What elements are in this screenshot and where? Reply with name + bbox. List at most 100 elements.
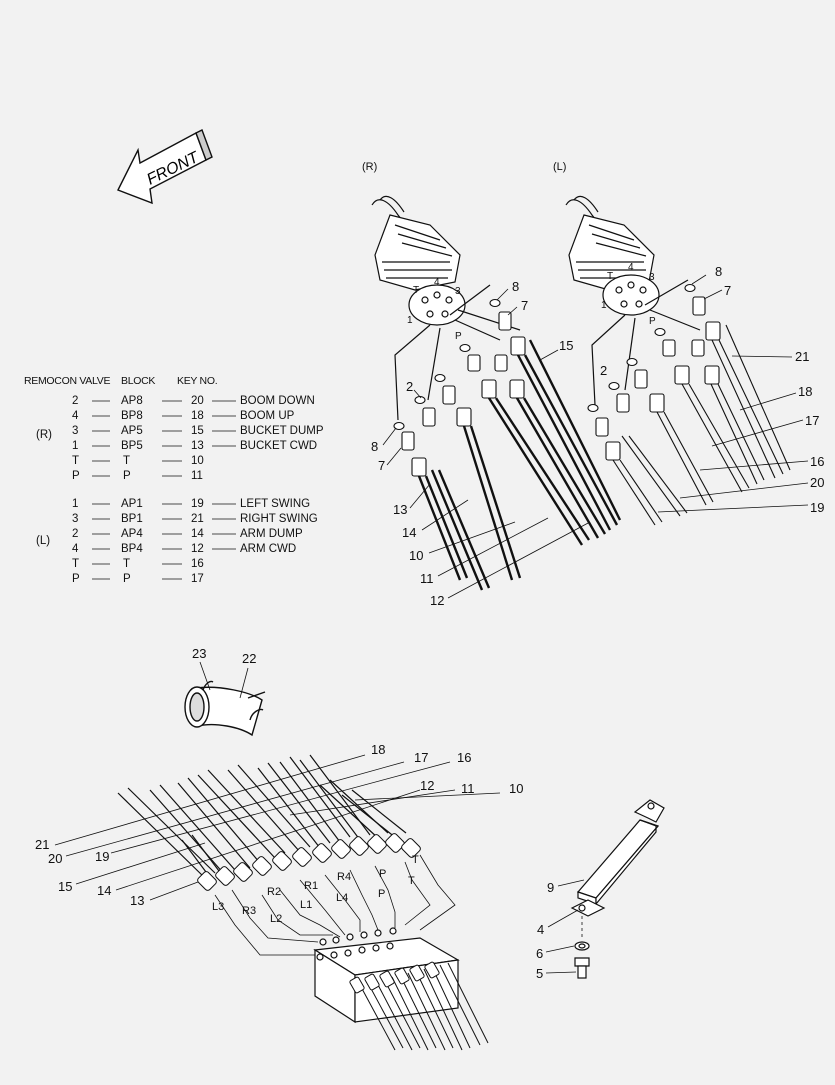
table-cell-valve: 2 [72,395,79,407]
left-remocon-valve [565,195,701,406]
port-label: 4 [434,277,440,288]
callout-18: 18 [371,742,386,757]
port-label: L1 [300,899,313,911]
callout-13: 13 [130,893,145,908]
table-cell-key: 15 [191,425,204,437]
callout-leaders-lower [54,754,501,901]
block-outlet-fittings [349,961,440,994]
callout-2: 2 [600,363,608,378]
table-cell-block: BP4 [121,543,143,555]
callout-6: 6 [536,946,544,961]
callout-8: 8 [371,439,379,454]
front-arrow-icon [117,129,213,205]
table-cell-valve: 3 [72,513,79,525]
table-cell-block: AP4 [121,528,143,540]
right-side-label: (R) [362,161,378,173]
callout-8: 8 [512,279,520,294]
table-cell-valve: 4 [72,543,79,555]
callout-23: 23 [192,646,207,661]
table-cell-key: 10 [191,455,204,467]
table-cell-valve: 1 [72,440,79,452]
callout-16: 16 [457,750,472,765]
table-cell-desc: ARM DUMP [240,528,303,540]
port-label: T [413,285,420,296]
callout-11: 11 [461,781,475,796]
table-cell-key: 13 [191,440,204,452]
port-label: L3 [212,901,225,913]
port-label: L2 [270,913,283,925]
callout-15: 15 [559,338,574,353]
port-label: P [379,868,387,880]
port-label: R4 [337,871,352,883]
table-cell-valve: 1 [72,498,79,510]
table-leaders [92,400,236,580]
port-label: 1 [601,300,607,311]
callout-14: 14 [97,883,112,898]
table-group-label: (R) [36,429,52,441]
left-valve-hoses [612,324,791,526]
table-cell-key: 12 [191,543,204,555]
left-side-label: (L) [553,161,567,173]
callout-21: 21 [35,837,50,852]
table-cell-block: P [123,470,131,482]
table-header-remocon: REMOCON VALVE [24,375,111,387]
table-cell-desc: BUCKET DUMP [240,425,324,437]
port-label: L4 [336,892,349,904]
table-cell-desc: ARM CWD [240,543,297,555]
table-cell-key: 20 [191,395,204,407]
left-valve-fittings [587,283,721,461]
callout-7: 7 [378,458,386,473]
callout-10: 10 [409,548,424,563]
block-routing-lines [214,854,456,956]
table-cell-key: 19 [191,498,204,510]
table-cell-block: T [123,455,131,467]
table-cell-block: P [123,573,131,585]
callout-12: 12 [430,593,445,608]
table-cell-key: 14 [191,528,204,540]
block-outlet-hoses [359,962,489,1051]
callout-leaders-upper [382,274,809,599]
table-cell-key: 17 [191,573,204,585]
callout-18: 18 [798,384,813,399]
callout-20: 20 [810,475,825,490]
port-label: T [408,875,415,887]
table-cell-key: 16 [191,558,204,570]
table-cell-desc: LEFT SWING [240,498,311,510]
callout-2: 2 [406,379,414,394]
port-label: 1 [407,315,413,326]
callout-14: 14 [402,525,417,540]
table-cell-block: BP8 [121,410,143,422]
port-label: P [378,888,386,900]
right-valve-fittings [393,298,526,477]
table-cell-block: BP1 [121,513,143,525]
table-header-key: KEY NO. [177,375,218,387]
table-cell-valve: T [72,455,80,467]
mounting-bracket [570,799,665,979]
table-header-block: BLOCK [121,375,156,387]
callout-11: 11 [420,571,434,586]
callout-20: 20 [48,851,63,866]
table-cell-desc: BOOM UP [240,410,295,422]
right-valve-hoses [417,339,622,591]
port-label: 4 [628,262,634,273]
hose-clamp [184,661,266,737]
port-label: 3 [455,286,461,297]
callout-12: 12 [420,778,435,793]
right-remocon-valve [371,195,521,421]
callout-13: 13 [393,502,408,517]
table-cell-valve: 2 [72,528,79,540]
port-label: T [412,854,419,866]
callout-4: 4 [537,922,545,937]
bracket-leaders [545,879,585,974]
table-cell-key: 11 [191,470,203,482]
callout-10: 10 [509,781,524,796]
callout-15: 15 [58,879,73,894]
port-label: 3 [649,272,655,283]
port-label: R3 [242,905,257,917]
callout-8: 8 [715,264,723,279]
callout-5: 5 [536,966,544,981]
table-cell-key: 18 [191,410,204,422]
table-cell-valve: P [72,573,80,585]
callout-17: 17 [805,413,820,428]
